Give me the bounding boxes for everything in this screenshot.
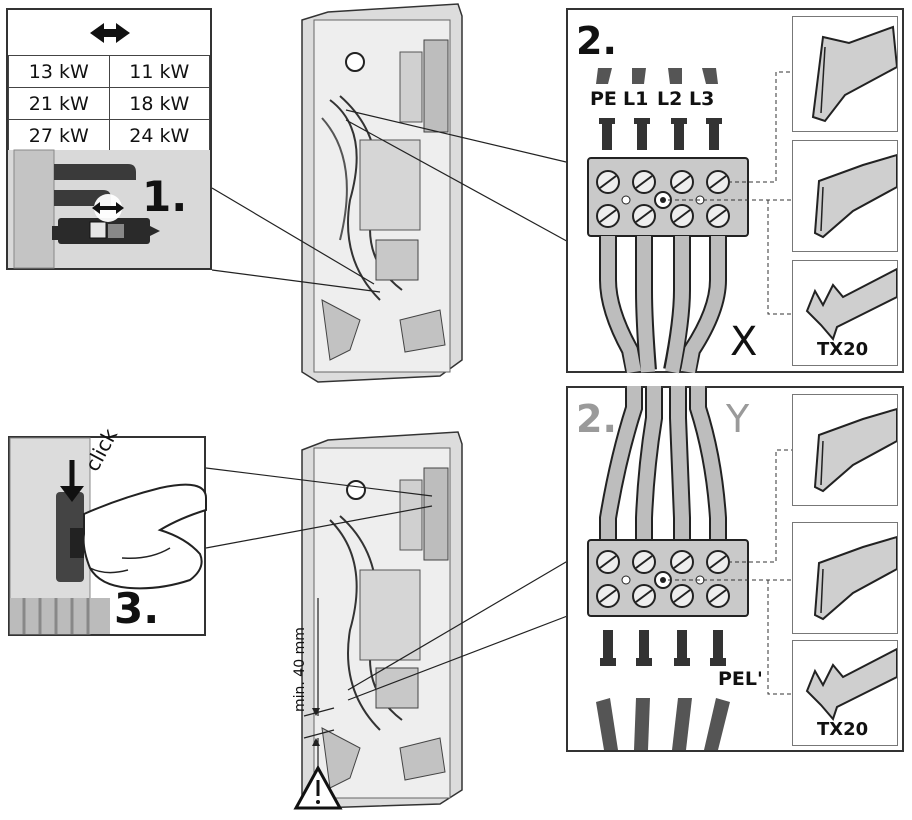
- wiring-panel-x: 2. PE L1 L2 L3: [566, 8, 904, 374]
- min-distance-label: min. 40 mm: [292, 627, 308, 712]
- power-cell: 18 kW: [108, 87, 210, 120]
- terminal-label-l2: L2: [657, 88, 683, 110]
- table-row: 27 kW 24 kW: [8, 119, 210, 152]
- torx-screwdriver-icon: [805, 267, 897, 341]
- flat-screwdriver-inset-2: [792, 140, 898, 252]
- table-row: 21 kW 18 kW: [8, 87, 210, 120]
- table-row: 13 kW 11 kW: [8, 55, 210, 88]
- variant-x-label: X: [730, 319, 758, 365]
- step-3-label: 3.: [114, 584, 160, 633]
- double-arrow-glyph: [90, 23, 130, 43]
- step-2-label: 2.: [576, 19, 617, 63]
- torx-size-label: TX20: [817, 719, 869, 740]
- terminal-block-y: [587, 386, 792, 750]
- selector-switch-icon: [13, 149, 160, 269]
- torx-screwdriver-inset: TX20: [792, 260, 898, 366]
- terminal-block-x: [587, 68, 792, 374]
- power-setting-panel: 13 kW 11 kW 21 kW 18 kW 27 kW 24 kW: [6, 8, 212, 270]
- flat-screwdriver-inset-2: [792, 522, 898, 634]
- torx-size-label: TX20: [817, 339, 869, 360]
- terminal-label-l1: L1: [623, 88, 649, 110]
- power-cell: 24 kW: [108, 119, 210, 152]
- flat-screwdriver-icon: [813, 535, 897, 621]
- power-cell: 21 kW: [8, 87, 110, 120]
- click-panel: click 3.: [8, 425, 207, 636]
- torx-screwdriver-icon: [805, 647, 897, 721]
- power-cell: 13 kW: [8, 55, 110, 88]
- wiring-panel-y: 2. Y: [566, 386, 904, 752]
- power-cell: 27 kW: [8, 119, 110, 152]
- terminal-label-pel: PEL': [718, 668, 763, 690]
- terminal-label-l3: L3: [689, 88, 715, 110]
- power-table: 13 kW 11 kW 21 kW 18 kW 27 kW 24 kW: [8, 55, 210, 152]
- flat-screwdriver-inset-1: [792, 16, 898, 132]
- flat-screwdriver-icon: [813, 153, 897, 239]
- hand-pressing-icon: [9, 437, 207, 635]
- step-1-label: 1.: [142, 172, 188, 221]
- switch-illustration: 1.: [8, 149, 210, 269]
- variant-y-label: Y: [726, 397, 750, 441]
- power-cell: 11 kW: [108, 55, 210, 88]
- flat-screwdriver-icon: [813, 407, 897, 493]
- step-2-label: 2.: [576, 397, 617, 441]
- flat-screwdriver-inset-1: [792, 394, 898, 506]
- flat-screwdriver-icon: [811, 25, 897, 123]
- terminal-label-pe: PE: [590, 88, 617, 110]
- warning-triangle-icon: [293, 764, 343, 810]
- torx-screwdriver-inset: TX20: [792, 640, 898, 746]
